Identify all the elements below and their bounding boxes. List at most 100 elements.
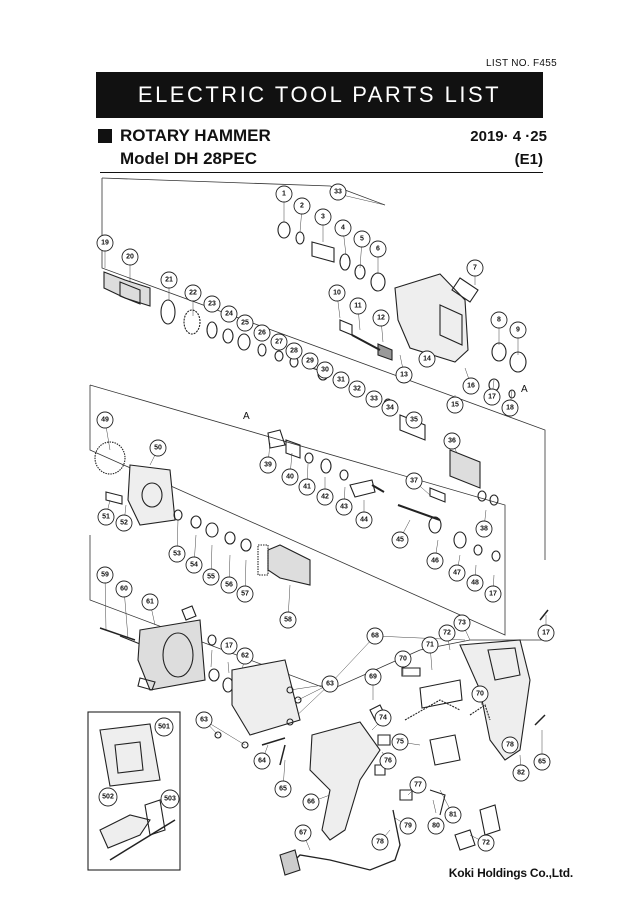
svg-text:13: 13	[400, 372, 408, 379]
callout-22: 22	[184, 284, 202, 302]
manufacturer-brand: Koki Holdings Co.,Ltd.	[448, 866, 573, 880]
svg-text:70: 70	[476, 691, 484, 698]
svg-text:38: 38	[480, 526, 488, 533]
callout-51: 51	[97, 508, 115, 526]
boundary-middle	[89, 384, 506, 636]
callout-12: 12	[372, 309, 390, 327]
svg-text:71: 71	[426, 642, 434, 649]
callout-25: 25	[236, 314, 254, 332]
callout-70a: 70	[394, 650, 412, 668]
svg-text:63: 63	[200, 717, 208, 724]
callout-72a: 72	[438, 624, 456, 642]
callout-17c: 17	[484, 585, 502, 603]
svg-text:81: 81	[449, 812, 457, 819]
callout-29: 29	[301, 352, 319, 370]
reference-marker-a-2: A	[243, 411, 250, 422]
callout-61: 61	[141, 593, 159, 611]
callout-13: 13	[395, 366, 413, 384]
svg-text:65: 65	[279, 786, 287, 793]
svg-text:72: 72	[443, 630, 451, 637]
callout-50: 50	[149, 439, 167, 457]
reference-marker-a-1: A	[521, 384, 528, 395]
svg-text:8: 8	[497, 317, 501, 324]
svg-text:27: 27	[275, 339, 283, 346]
callout-49: 49	[96, 411, 114, 429]
callout-20: 20	[121, 248, 139, 266]
callout-17b: 17	[220, 637, 238, 655]
svg-text:2: 2	[300, 203, 304, 210]
callout-9: 9	[509, 321, 527, 339]
callout-62: 62	[236, 647, 254, 665]
svg-text:69: 69	[369, 674, 377, 681]
callout-7: 7	[466, 259, 484, 277]
callout-4: 4	[334, 219, 352, 237]
svg-text:5: 5	[360, 236, 364, 243]
callout-63b: 63	[195, 711, 213, 729]
svg-text:78: 78	[376, 839, 384, 846]
svg-text:80: 80	[432, 823, 440, 830]
svg-text:45: 45	[396, 537, 404, 544]
callout-67: 67	[294, 824, 312, 842]
svg-text:36: 36	[448, 438, 456, 445]
callout-32: 32	[348, 380, 366, 398]
product-name: ROTARY HAMMER	[120, 126, 271, 145]
svg-text:58: 58	[284, 617, 292, 624]
callout-2: 2	[293, 197, 311, 215]
svg-text:10: 10	[333, 290, 341, 297]
svg-text:14: 14	[423, 356, 431, 363]
header-rule	[100, 172, 543, 173]
svg-text:82: 82	[517, 770, 525, 777]
svg-text:35: 35	[410, 417, 418, 424]
callout-58: 58	[279, 611, 297, 629]
callout-35: 35	[405, 411, 423, 429]
svg-text:30: 30	[321, 367, 329, 374]
callout-44: 44	[355, 511, 373, 529]
callout-18: 18	[501, 399, 519, 417]
svg-text:3: 3	[321, 214, 325, 221]
svg-text:63: 63	[326, 681, 334, 688]
svg-text:22: 22	[189, 290, 197, 297]
svg-text:75: 75	[396, 739, 404, 746]
callout-38: 38	[475, 520, 493, 538]
callout-40: 40	[281, 468, 299, 486]
svg-text:79: 79	[404, 823, 412, 830]
callout-76: 76	[379, 752, 397, 770]
callout-57: 57	[236, 585, 254, 603]
issue-date: 2019· 4 ·25	[470, 128, 547, 145]
callout-81: 81	[444, 806, 462, 824]
callout-74: 74	[374, 709, 392, 727]
svg-text:55: 55	[207, 574, 215, 581]
svg-text:7: 7	[473, 265, 477, 272]
svg-text:43: 43	[340, 504, 348, 511]
callout-11: 11	[349, 297, 367, 315]
callout-45: 45	[391, 531, 409, 549]
callout-28: 28	[285, 342, 303, 360]
svg-text:76: 76	[384, 758, 392, 765]
svg-text:21: 21	[165, 277, 173, 284]
svg-text:53: 53	[173, 551, 181, 558]
region-code: (E1)	[514, 151, 543, 168]
callout-63a: 63	[321, 675, 339, 693]
callout-64: 64	[253, 752, 271, 770]
callout-73: 73	[453, 614, 471, 632]
svg-text:64: 64	[258, 758, 266, 765]
callout-77: 77	[409, 776, 427, 794]
svg-text:502: 502	[102, 794, 114, 801]
svg-text:25: 25	[241, 320, 249, 327]
callout-46: 46	[426, 552, 444, 570]
svg-text:26: 26	[258, 330, 266, 337]
callout-503: 503	[160, 789, 180, 809]
callout-79: 79	[399, 817, 417, 835]
svg-text:62: 62	[241, 653, 249, 660]
svg-text:11: 11	[354, 303, 362, 310]
callout-24: 24	[220, 305, 238, 323]
svg-text:29: 29	[306, 358, 314, 365]
callout-30: 30	[316, 361, 334, 379]
callout-78a: 78	[501, 736, 519, 754]
svg-text:68: 68	[371, 633, 379, 640]
title-square-bullet	[98, 129, 112, 143]
callout-47: 47	[448, 564, 466, 582]
callout-80: 80	[427, 817, 445, 835]
svg-text:46: 46	[431, 558, 439, 565]
